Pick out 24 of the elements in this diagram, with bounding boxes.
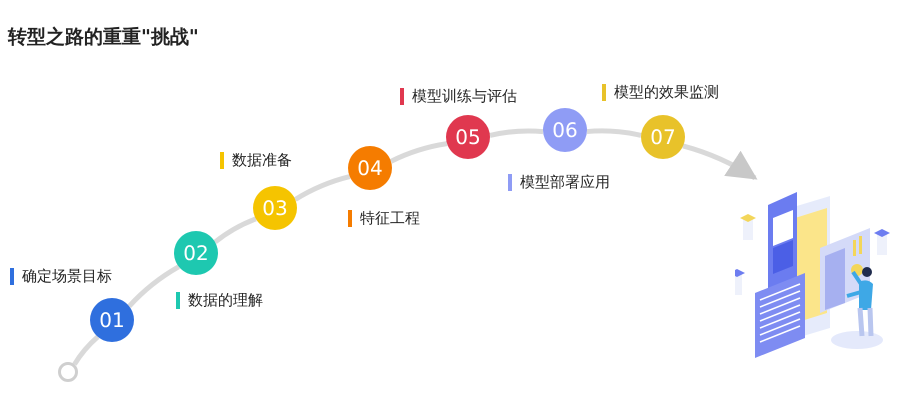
step-label: 数据准备 <box>220 152 292 169</box>
step-label: 模型部署应用 <box>508 174 610 191</box>
step-circle: 05 <box>446 115 490 159</box>
path-line <box>390 141 448 164</box>
path-line <box>214 216 257 244</box>
path-line <box>489 128 544 138</box>
step-label: 模型训练与评估 <box>400 88 517 105</box>
arrow <box>682 144 758 180</box>
step-circle: 03 <box>253 186 297 230</box>
start-circle <box>58 362 78 382</box>
path-line <box>127 264 180 308</box>
step-circle: 04 <box>348 146 392 190</box>
step-circle: 07 <box>641 115 685 159</box>
step-label: 数据的理解 <box>176 292 263 309</box>
step-label: 特征工程 <box>348 210 420 227</box>
path-line <box>294 174 350 202</box>
step-circle: 01 <box>90 298 134 342</box>
step-label: 确定场景目标 <box>10 268 112 285</box>
title: 转型之路的重重"挑战" <box>8 25 199 50</box>
step-circle: 06 <box>543 108 587 152</box>
step-label: 模型的效果监测 <box>602 84 719 101</box>
path-line <box>586 128 642 138</box>
path-line <box>72 334 100 366</box>
step-circle: 02 <box>174 231 218 275</box>
